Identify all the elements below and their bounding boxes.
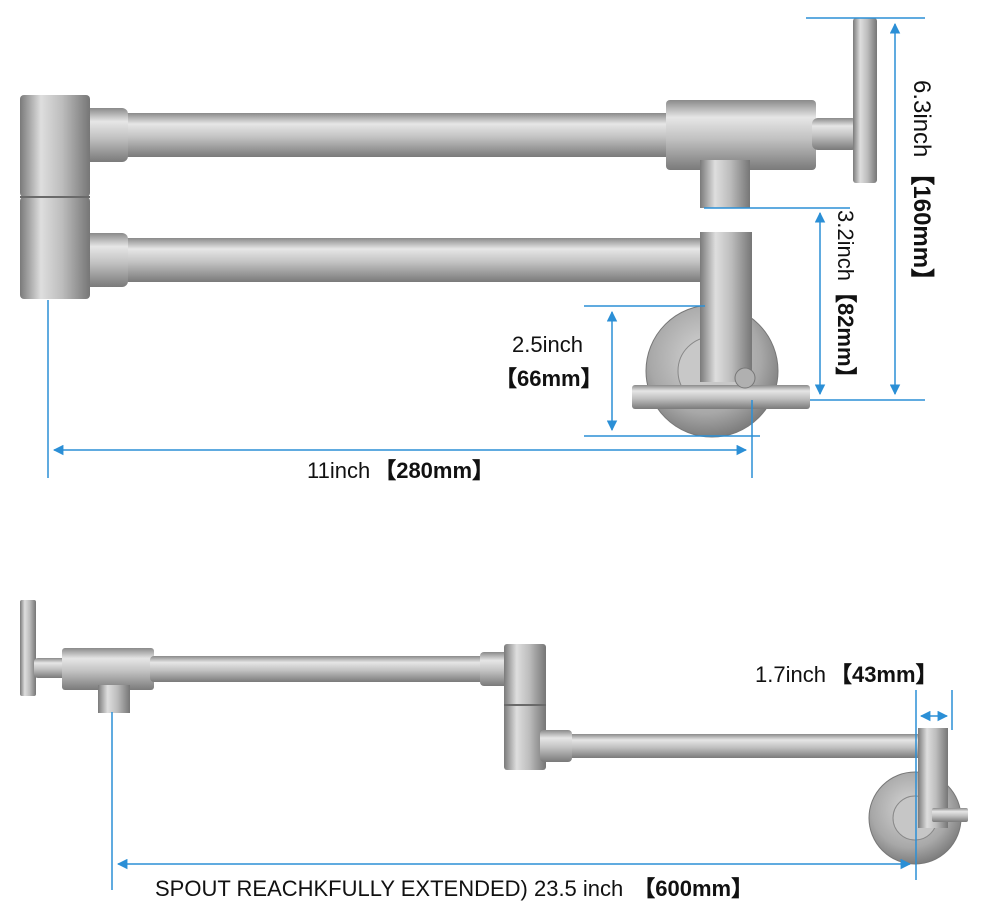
valve-neck	[812, 118, 858, 150]
wall-depth-label: 1.7inch【43mm】	[755, 662, 938, 687]
swivel-joint-bottom	[20, 197, 90, 299]
extended-valve-body	[62, 648, 154, 690]
upper-lever-handle	[853, 18, 877, 183]
extended-lower-handle	[932, 808, 968, 822]
extended-faucet	[20, 600, 968, 865]
lower-arm	[76, 238, 716, 282]
swivel-joint-top	[20, 95, 90, 197]
folded-length-label: 11inch【280mm】	[307, 458, 494, 483]
extended-dimensions	[111, 690, 953, 890]
upper-arm	[76, 113, 674, 157]
folded-dimensions	[47, 17, 925, 478]
valve-body	[666, 100, 816, 170]
handle-height-mm-label: 【66mm】	[495, 366, 603, 391]
total-height-label: 6.3inch【160mm】	[908, 80, 935, 292]
arm-spacing-label: 3.2inch【82mm】	[833, 210, 858, 389]
lower-lever-handle	[632, 385, 810, 409]
extended-lever-handle	[20, 600, 36, 696]
extended-second-arm	[540, 734, 922, 758]
extended-spout-outlet	[98, 685, 130, 713]
handle-height-inch-label: 2.5inch	[512, 332, 583, 357]
lower-elbow	[700, 232, 752, 382]
extended-first-arm	[150, 656, 512, 682]
folded-faucet	[20, 18, 877, 438]
spout-outlet	[700, 160, 750, 208]
extended-swivel-joint	[504, 644, 546, 770]
extended-reach-label: SPOUT REACHKFULLY EXTENDED) 23.5 inch【60…	[155, 876, 753, 901]
